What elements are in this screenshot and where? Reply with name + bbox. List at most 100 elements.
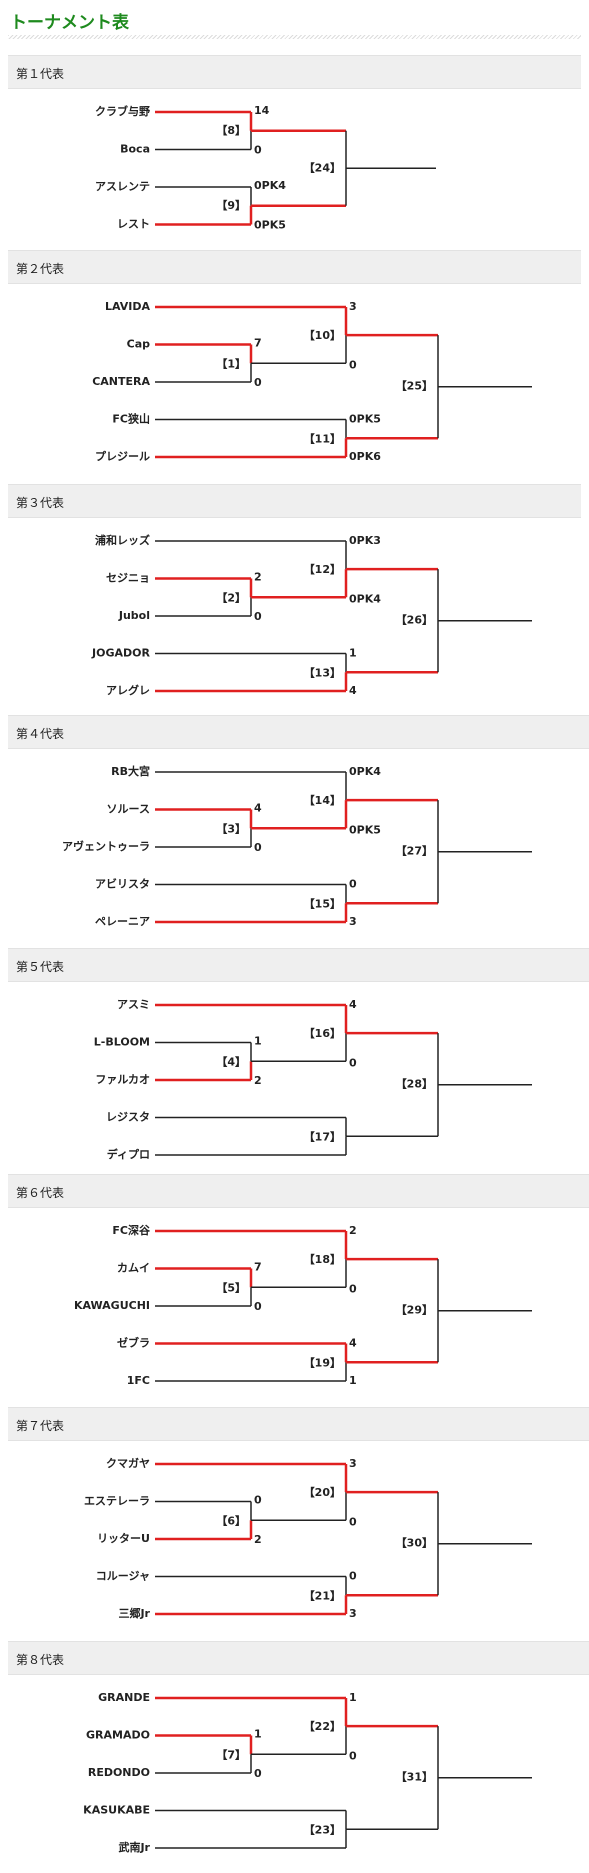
section-header: 第２代表 <box>8 250 581 284</box>
team-name: レジスタ <box>106 1111 150 1124</box>
section-label: 第１代表 <box>16 67 65 81</box>
match-score: 1 <box>349 1374 357 1387</box>
team-name: Jubol <box>118 609 150 622</box>
match-score: 0PK5 <box>349 413 381 426</box>
match-number: 【22】 <box>304 1720 341 1733</box>
team-name: アスミ <box>117 998 150 1011</box>
match-score: 3 <box>349 1607 357 1620</box>
match-score: 0PK5 <box>254 219 286 232</box>
team-name: ファルカオ <box>95 1073 150 1086</box>
match-score: 1 <box>254 1035 262 1048</box>
team-name: JOGADOR <box>91 647 150 660</box>
match-score: 4 <box>254 802 262 815</box>
match-score: 1 <box>254 1728 262 1741</box>
match-number: 【3】 <box>216 822 246 835</box>
team-name: ゼブラ <box>117 1336 150 1350</box>
section-header: 第５代表 <box>8 948 589 982</box>
match-number: 【12】 <box>304 563 341 576</box>
match-number: 【28】 <box>396 1078 433 1091</box>
match-score: 4 <box>349 684 357 697</box>
team-name: セジニョ <box>106 572 150 585</box>
team-name: L-BLOOM <box>94 1036 150 1049</box>
page-title: トーナメント表 <box>10 13 129 33</box>
match-score: 0PK4 <box>349 592 381 605</box>
match-score: 0 <box>349 358 357 371</box>
match-number: 【6】 <box>216 1514 246 1527</box>
match-score: 14 <box>254 104 270 117</box>
match-score: 2 <box>349 1224 357 1237</box>
team-name: GRAMADO <box>86 1729 150 1742</box>
match-number: 【30】 <box>396 1537 433 1550</box>
section-header: 第６代表 <box>8 1174 589 1208</box>
match-number: 【25】 <box>396 380 433 393</box>
team-name: GRANDE <box>98 1691 150 1704</box>
team-name: プレジール <box>95 449 150 463</box>
match-score: 0 <box>349 1056 357 1069</box>
team-name: アレグレ <box>106 683 150 697</box>
match-number: 【21】 <box>304 1589 341 1602</box>
match-score: 0 <box>349 1515 357 1528</box>
match-score: 0PK3 <box>349 534 381 547</box>
match-score: 4 <box>349 998 357 1011</box>
team-name: クマガヤ <box>106 1456 150 1470</box>
title-divider <box>8 35 581 39</box>
team-name: アヴェントゥーラ <box>62 839 150 853</box>
match-number: 【11】 <box>304 432 341 445</box>
section-header: 第７代表 <box>8 1407 589 1441</box>
team-name: 三郷Jr <box>118 1606 150 1620</box>
match-score: 4 <box>349 1337 357 1350</box>
team-name: 1FC <box>127 1374 150 1387</box>
team-name: Cap <box>127 338 150 351</box>
team-name: クラブ与野 <box>95 104 150 118</box>
section-label: 第４代表 <box>16 727 65 741</box>
team-name: アスレンテ <box>95 180 150 193</box>
match-score: 3 <box>349 1457 357 1470</box>
match-score: 1 <box>349 647 357 660</box>
match-number: 【16】 <box>304 1027 341 1040</box>
section-header: 第３代表 <box>8 484 581 518</box>
section-label: 第３代表 <box>16 496 65 510</box>
match-number: 【27】 <box>396 845 433 858</box>
match-score: 0 <box>349 878 357 891</box>
match-score: 2 <box>254 1533 262 1546</box>
match-number: 【31】 <box>396 1771 433 1784</box>
match-number: 【4】 <box>216 1055 246 1068</box>
match-score: 7 <box>254 1261 262 1274</box>
section-label: 第８代表 <box>16 1653 65 1667</box>
match-score: 0 <box>254 841 262 854</box>
match-number: 【18】 <box>304 1253 341 1266</box>
section-header: 第８代表 <box>8 1641 589 1675</box>
match-score: 0 <box>254 1494 262 1507</box>
team-name: 武南Jr <box>118 1840 150 1854</box>
match-number: 【9】 <box>216 199 246 212</box>
match-number: 【26】 <box>396 614 433 627</box>
match-number: 【1】 <box>216 357 246 370</box>
match-score: 7 <box>254 337 262 350</box>
match-score: 0 <box>254 1767 262 1780</box>
team-name: LAVIDA <box>105 300 151 313</box>
section-header: 第４代表 <box>8 715 589 749</box>
match-number: 【17】 <box>304 1130 341 1143</box>
match-score: 2 <box>254 1074 262 1087</box>
match-score: 0 <box>254 610 262 623</box>
match-number: 【24】 <box>304 161 341 174</box>
match-score: 0 <box>349 1749 357 1762</box>
match-number: 【20】 <box>304 1486 341 1499</box>
match-number: 【14】 <box>304 794 341 807</box>
match-score: 0 <box>349 1570 357 1583</box>
team-name: エステレーラ <box>84 1495 150 1508</box>
match-score: 0PK4 <box>254 179 286 192</box>
match-number: 【2】 <box>216 591 246 604</box>
match-score: 0PK5 <box>349 823 381 836</box>
match-score: 0 <box>254 144 262 157</box>
section-label: 第５代表 <box>16 960 65 974</box>
match-score: 0 <box>254 1300 262 1313</box>
team-name: KASUKABE <box>83 1804 150 1817</box>
section-label: 第７代表 <box>16 1419 65 1433</box>
match-score: 3 <box>349 915 357 928</box>
match-score: 0PK4 <box>349 765 381 778</box>
match-score: 1 <box>349 1691 357 1704</box>
match-score: 0 <box>254 376 262 389</box>
match-number: 【13】 <box>304 666 341 679</box>
